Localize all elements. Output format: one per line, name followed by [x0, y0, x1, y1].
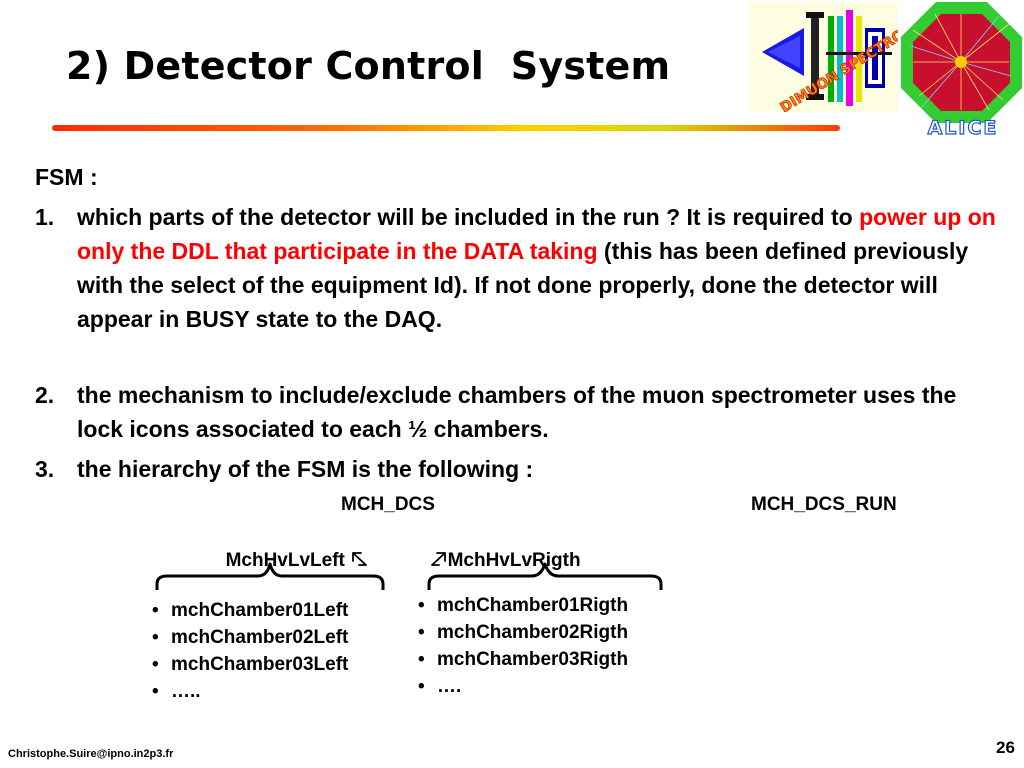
bullet: • — [418, 649, 425, 670]
dimuon-spectrometer-logo: DIMUON SPECTROMETER — [748, 2, 898, 112]
footer-email: Christophe.Suire@ipno.in2p3.fr — [8, 748, 174, 760]
chamber-label: mchChamber01Left — [171, 600, 349, 621]
page-number: 26 — [996, 738, 1015, 757]
list-item: • mchChamber03Rigth — [418, 646, 628, 673]
slide-title: 2) Detector Control System — [66, 44, 671, 88]
bullet: • — [152, 627, 159, 648]
list-item: • mchChamber03Left — [152, 651, 348, 678]
branch-left-label: MchHvLvLeft — [225, 550, 351, 571]
list-item: • mchChamber02Rigth — [418, 619, 628, 646]
chamber-label: mchChamber03Rigth — [437, 649, 629, 670]
item-3-text: the hierarchy of the FSM is the followin… — [77, 456, 534, 482]
list-item: • …. — [418, 673, 628, 700]
chamber-label: ….. — [171, 681, 201, 702]
branch-right-label: MchHvLvRigth — [447, 550, 581, 571]
chamber-label: mchChamber01Rigth — [437, 595, 629, 616]
fsm-heading: FSM : — [35, 164, 98, 190]
item-1-text-after: (this has been defined previously with t… — [77, 238, 969, 332]
alice-logo-text: ALICE — [928, 117, 999, 135]
left-group-brace — [155, 562, 385, 590]
chamber-label: …. — [437, 676, 462, 697]
root-mch-dcs-run: MCH_DCS_RUN — [751, 494, 897, 515]
item-2-text: the mechanism to include/exclude chamber… — [77, 382, 957, 442]
left-chamber-list: • mchChamber01Left • mchChamber02Left • mch… — [152, 597, 348, 705]
right-chamber-list: • mchChamber01Rigth • mchChamber02Rigth • m… — [418, 592, 628, 700]
bullet: • — [418, 595, 425, 616]
item-1-text: which parts of the detector will be incl… — [77, 200, 1002, 336]
bullet: • — [418, 622, 425, 643]
arrow-up-left-icon — [352, 552, 368, 566]
list-item: • mchChamber01Rigth — [418, 592, 628, 619]
item-1-number: 1. — [35, 204, 55, 230]
list-item: • mchChamber01Left — [152, 597, 348, 624]
bullet: • — [152, 681, 159, 702]
branch-right: MchHvLvRigth — [417, 528, 581, 572]
bullet: • — [152, 654, 159, 675]
item-1-highlight: power up on only the DDL that participat… — [77, 204, 996, 264]
right-group-brace — [427, 562, 663, 590]
bullet: • — [152, 600, 159, 621]
list-item: • mchChamber02Left — [152, 624, 348, 651]
item-2-number: 2. — [35, 382, 55, 408]
item-3-number: 3. — [35, 456, 55, 482]
arrow-up-right-icon — [430, 552, 446, 566]
alice-logo: ALICE — [899, 0, 1024, 135]
root-mch-dcs: MCH_DCS — [341, 494, 435, 515]
title-underline — [52, 125, 840, 131]
chamber-label: mchChamber03Left — [171, 654, 349, 675]
chamber-label: mchChamber02Rigth — [437, 622, 629, 643]
chamber-label: mchChamber02Left — [171, 627, 349, 648]
item-1-text-before: which parts of the detector will be incl… — [77, 204, 860, 230]
list-item: • ….. — [152, 678, 348, 705]
branch-left: MchHvLvLeft — [215, 528, 370, 572]
bullet: • — [418, 676, 425, 697]
